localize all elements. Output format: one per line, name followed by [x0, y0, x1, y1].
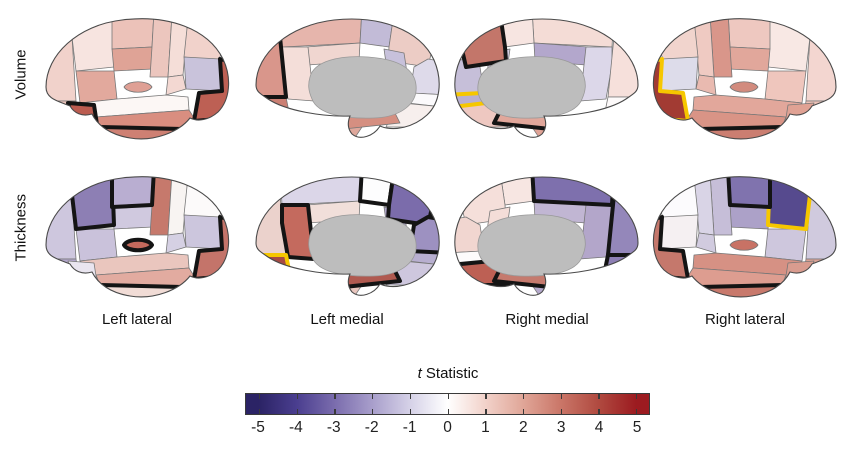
brain-thickness-right-medial	[442, 163, 652, 313]
colorbar-tick	[296, 394, 298, 399]
colorbar-tick	[258, 409, 261, 414]
colorbar-tick	[598, 394, 600, 399]
colorbar-tick	[485, 409, 487, 414]
colorbar-tick-label: 3	[556, 419, 566, 436]
row-label-volume: Volume	[12, 49, 30, 100]
colorbar-tick	[372, 409, 374, 414]
colorbar-tick	[636, 409, 638, 414]
colorbar-tick	[296, 409, 298, 414]
colorbar-tick	[560, 394, 563, 399]
colorbar-tick-label: 0	[443, 419, 452, 436]
colorbar-tick-label: 1	[481, 419, 490, 436]
column-label-left-medial: Left medial	[310, 311, 384, 328]
colorbar-tick	[258, 394, 261, 399]
colorbar-tick	[334, 394, 336, 399]
colorbar-title: t Statistic	[245, 365, 651, 382]
colorbar-tick-label: 4	[594, 419, 604, 436]
colorbar-title-text: Statistic	[421, 365, 479, 382]
colorbar-tick	[447, 409, 449, 414]
colorbar-tick	[636, 394, 638, 399]
colorbar-tick-label: -3	[326, 419, 341, 436]
brain-volume-left-lateral	[32, 5, 242, 155]
brain-volume-left-medial	[242, 5, 452, 155]
colorbar-gradient	[245, 393, 650, 415]
colorbar-title-italic-t: t	[417, 365, 422, 382]
brain-volume-right-medial	[442, 5, 652, 155]
column-label-right-lateral: Right lateral	[704, 311, 786, 328]
colorbar-tick	[560, 409, 563, 414]
colorbar-tick-label: -2	[364, 419, 379, 436]
colorbar-tick	[485, 394, 487, 399]
brain-thickness-left-medial	[242, 163, 452, 313]
colorbar-tick-label: -5	[251, 419, 265, 436]
colorbar-tick	[372, 394, 374, 399]
row-label-thickness: Thickness	[12, 193, 30, 262]
colorbar-tick-label: 2	[518, 419, 528, 436]
colorbar-tick	[522, 394, 525, 399]
brain-thickness-right-lateral	[640, 163, 850, 313]
colorbar-tick-label: -4	[288, 419, 303, 436]
colorbar-tick	[598, 409, 600, 414]
column-label-left-lateral: Left lateral	[101, 311, 173, 328]
column-label-right-medial: Right medial	[505, 311, 589, 328]
colorbar-tick	[522, 409, 525, 414]
colorbar-tick	[447, 394, 449, 399]
brain-volume-right-lateral	[640, 5, 850, 155]
brain-thickness-left-lateral	[32, 163, 242, 313]
colorbar-tick	[334, 409, 336, 414]
colorbar-tick-label: -1	[402, 419, 417, 436]
colorbar-tick	[409, 409, 412, 414]
colorbar-tick-label: 5	[632, 419, 642, 436]
colorbar-tick	[409, 394, 412, 399]
